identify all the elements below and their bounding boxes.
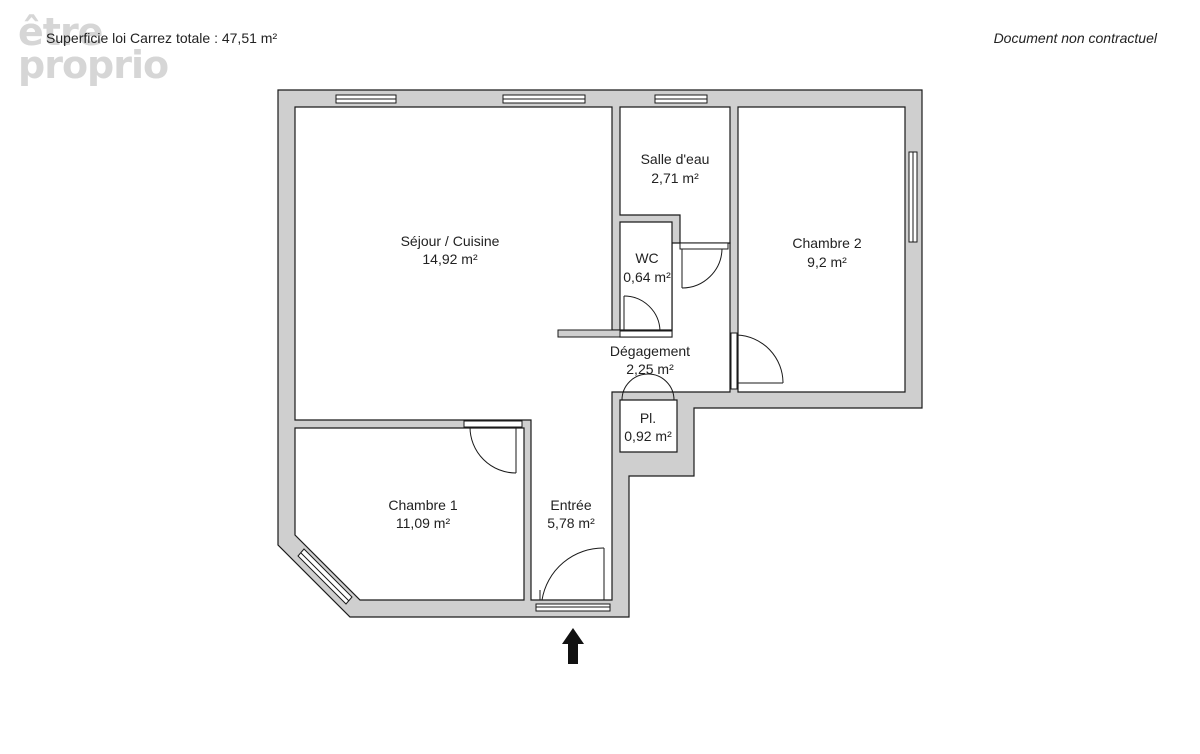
room-name-wc: WC	[635, 250, 658, 266]
floor-areas	[294, 106, 906, 601]
entrance-arrow-icon	[562, 628, 584, 664]
disclaimer-text: Document non contractuel	[993, 30, 1157, 46]
window-entree-bottom	[535, 603, 611, 612]
window-top-1	[335, 94, 397, 104]
room-name-entree: Entrée	[550, 497, 591, 513]
room-area-entree: 5,78 m²	[547, 515, 595, 531]
window-top-3	[654, 94, 708, 104]
surface-value: 47,51 m²	[221, 30, 278, 46]
door-chambre-2[interactable]	[730, 332, 784, 390]
floor-chambre-2	[737, 106, 906, 393]
window-diagonal	[297, 548, 353, 605]
window-right	[908, 151, 918, 243]
total-surface: Superficie loi Carrez totale : 47,51 m²	[46, 30, 277, 46]
door-placard[interactable]	[621, 373, 675, 401]
doors	[463, 242, 784, 601]
surface-label: Superficie loi Carrez totale :	[46, 30, 218, 46]
room-area-chambre-2: 9,2 m²	[807, 254, 847, 270]
partition-stub	[557, 329, 621, 338]
room-name-chambre-1: Chambre 1	[388, 497, 457, 513]
room-area-wc: 0,64 m²	[623, 269, 671, 285]
floor-placard	[619, 399, 678, 453]
room-name-placard: Pl.	[640, 410, 656, 426]
door-salle-eau[interactable]	[679, 242, 729, 289]
door-entree[interactable]	[539, 547, 605, 601]
room-name-degagement: Dégagement	[610, 343, 690, 359]
door-chambre-1[interactable]	[463, 420, 523, 474]
room-area-placard: 0,92 m²	[624, 428, 672, 444]
windows	[297, 94, 918, 612]
floor-wc	[619, 221, 673, 331]
room-name-sejour: Séjour / Cuisine	[401, 233, 500, 249]
logo-line-1: être	[18, 10, 103, 54]
window-top-2	[502, 94, 586, 104]
room-name-chambre-2: Chambre 2	[792, 235, 861, 251]
room-area-sejour: 14,92 m²	[422, 251, 478, 267]
room-area-chambre-1: 11,09 m²	[396, 515, 451, 531]
door-wc[interactable]	[619, 295, 673, 338]
floor-chambre-1	[294, 427, 525, 601]
room-area-degagement: 2,25 m²	[626, 361, 674, 377]
logo-line-2: proprio	[18, 43, 169, 87]
brand-logo: être proprio	[18, 10, 169, 87]
room-name-salle-eau: Salle d'eau	[641, 151, 710, 167]
room-area-salle-eau: 2,71 m²	[651, 170, 699, 186]
